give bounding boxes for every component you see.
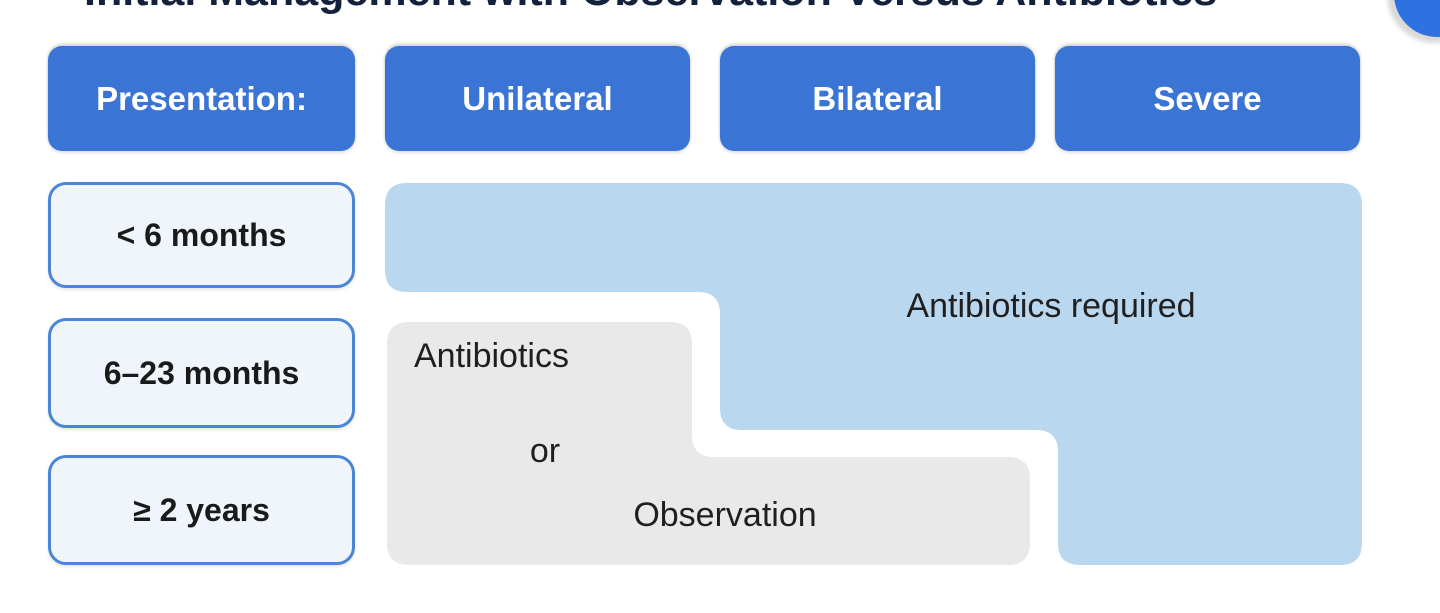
column-header-bilateral: Bilateral: [720, 46, 1035, 151]
antibiotics-required-region: [385, 183, 1362, 565]
row-label-2-years-plus: ≥ 2 years: [48, 455, 355, 565]
row-label-6-23-months: 6–23 months: [48, 318, 355, 428]
column-header-unilateral: Unilateral: [385, 46, 690, 151]
antibiotics-label: Antibiotics: [414, 337, 569, 375]
under-6-months-label: < 6 months: [116, 216, 287, 253]
column-header-severe: Severe: [1055, 46, 1360, 151]
antibiotics-or-observation-region: [387, 322, 1030, 565]
6-23-months-label: 6–23 months: [103, 354, 300, 391]
observation-label: Observation: [633, 496, 817, 534]
antibiotics-required-label: Antibiotics required: [906, 287, 1196, 325]
2-years-plus-label: ≥ 2 years: [133, 491, 270, 528]
severe-label: Severe: [1153, 79, 1262, 117]
row-label-under-6-months: < 6 months: [48, 182, 355, 288]
presentation-label: Presentation:: [96, 79, 307, 117]
header-cell-presentation: Presentation:: [48, 46, 355, 151]
or-label: or: [529, 432, 561, 470]
figure-title: Initial Management with Observation Vers…: [84, 0, 1384, 13]
unilateral-label: Unilateral: [462, 79, 613, 117]
bilateral-label: Bilateral: [812, 79, 943, 117]
